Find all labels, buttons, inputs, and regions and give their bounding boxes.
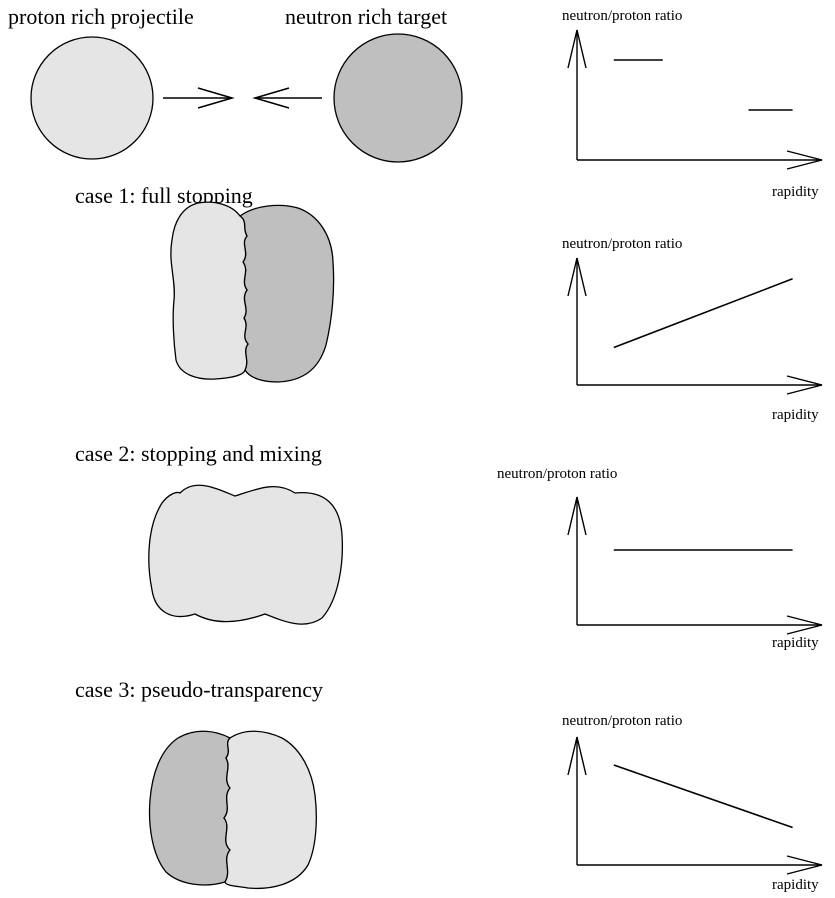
projectile-arrow bbox=[163, 87, 235, 109]
plot2-ylabel: neutron/proton ratio bbox=[562, 236, 682, 252]
plot3-xlabel: rapidity bbox=[772, 635, 819, 651]
plot2-series-1 bbox=[613, 278, 793, 349]
plot4-x-arrowhead bbox=[786, 855, 823, 875]
case3-title: case 3: pseudo-transparency bbox=[75, 677, 323, 702]
plot1-xlabel: rapidity bbox=[772, 184, 819, 200]
plot3-x-arrowhead bbox=[786, 615, 823, 635]
target-nucleus bbox=[333, 33, 463, 163]
plot2-xlabel: rapidity bbox=[772, 407, 819, 423]
plot1-x-arrowhead bbox=[786, 150, 823, 170]
plot4-series-1 bbox=[613, 764, 793, 829]
case1-title: case 1: full stopping bbox=[75, 183, 253, 208]
plot3-ylabel: neutron/proton ratio bbox=[497, 466, 617, 482]
case2-mixed-nucleus bbox=[148, 484, 344, 625]
plot1-y-arrowhead bbox=[567, 29, 587, 69]
case1-fused-nuclei bbox=[170, 201, 335, 383]
plot3-y-arrowhead bbox=[567, 496, 587, 536]
case1-neutron-half bbox=[238, 204, 335, 383]
case3-fused-nuclei bbox=[148, 730, 317, 890]
target-arrow bbox=[252, 87, 322, 109]
target-label: neutron rich target bbox=[285, 4, 447, 29]
projectile-nucleus bbox=[30, 36, 154, 160]
case1-proton-half bbox=[170, 201, 249, 380]
projectile-label: proton rich projectile bbox=[8, 4, 194, 29]
plots-group: neutron/proton ratio rapidity neutron/prot… bbox=[497, 8, 823, 893]
case2-title: case 2: stopping and mixing bbox=[75, 441, 322, 466]
plot4-y-arrowhead bbox=[567, 736, 587, 776]
plot2-y-arrowhead bbox=[567, 257, 587, 297]
plot4-xlabel: rapidity bbox=[772, 877, 819, 893]
plot2-x-arrowhead bbox=[786, 375, 823, 395]
case3-proton-half bbox=[223, 730, 317, 890]
case3-neutron-half bbox=[148, 730, 232, 886]
plot4-ylabel: neutron/proton ratio bbox=[562, 713, 682, 729]
plot1-ylabel: neutron/proton ratio bbox=[562, 8, 682, 24]
